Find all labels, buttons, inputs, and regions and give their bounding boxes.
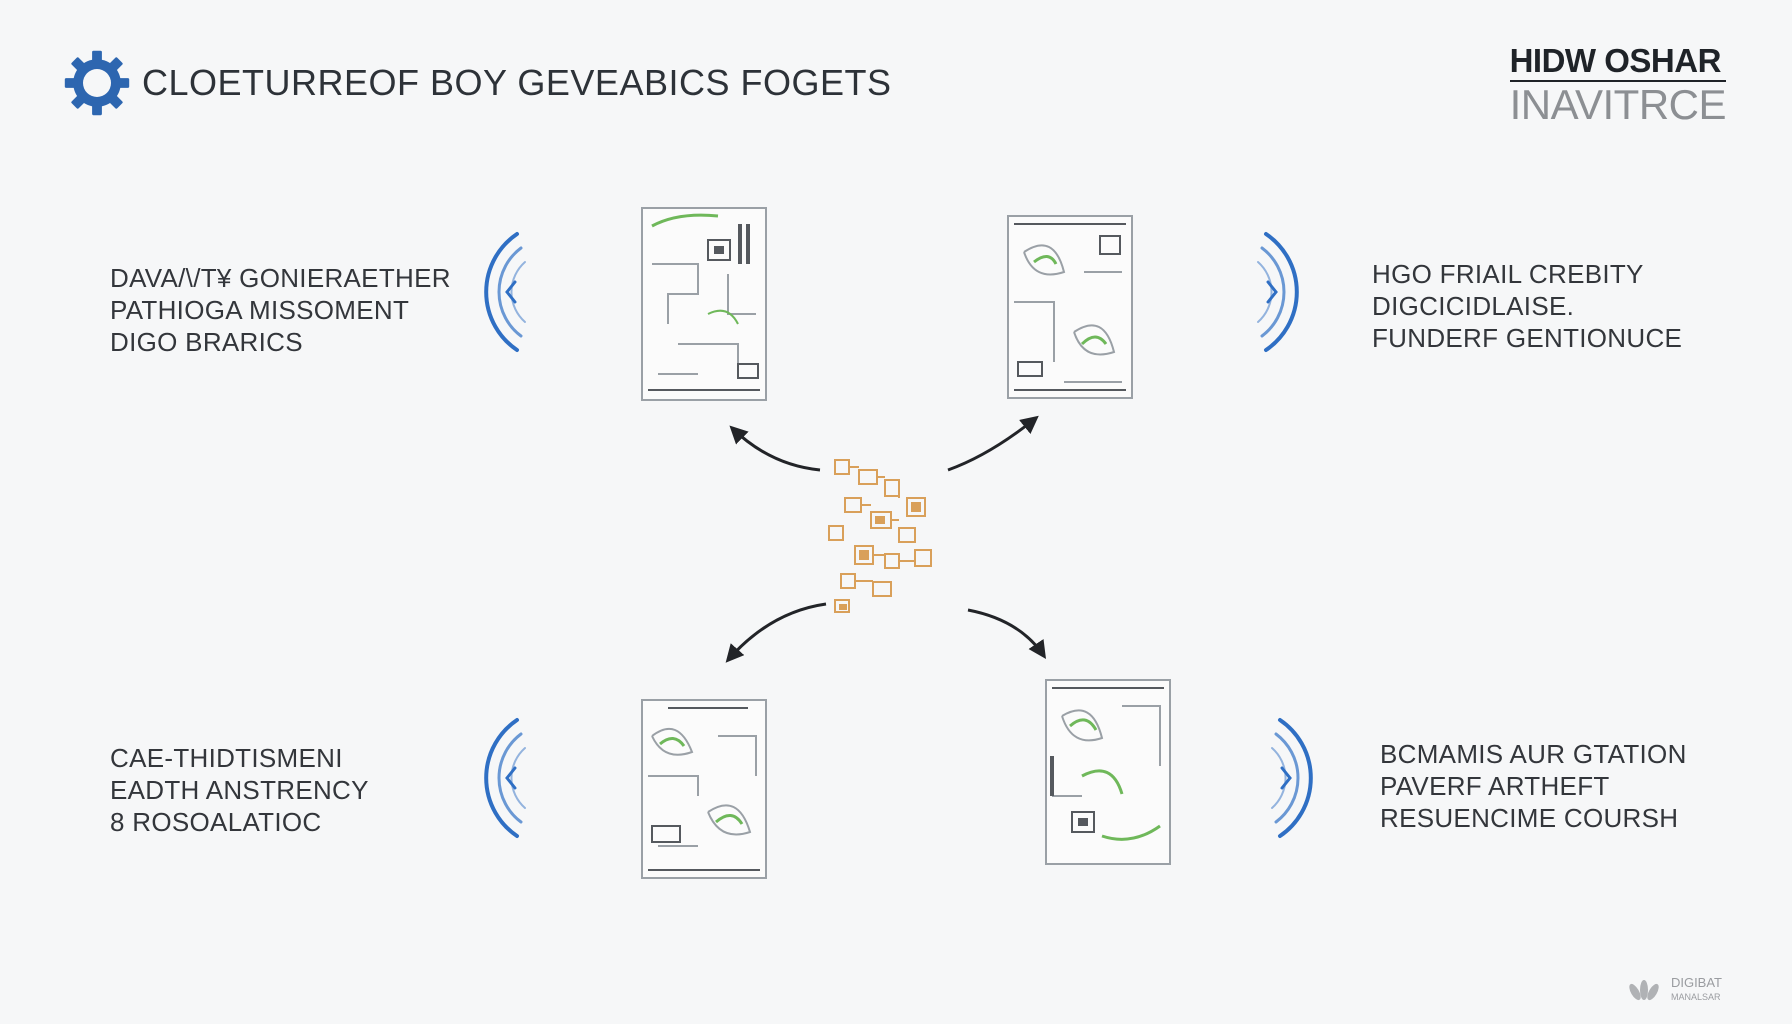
schematic-document-top-left	[641, 207, 767, 401]
signal-wave-icon-left	[484, 232, 526, 352]
text-block-bottom-left: CAE-THIDTISMENI EADTH ANSTRENCY 8 ROSOAL…	[110, 742, 369, 838]
central-hub-cluster	[828, 459, 932, 613]
gear-icon	[64, 50, 130, 116]
footer-logo: DIGIBAT MANALSAR	[1623, 976, 1722, 1004]
text-line: HGO FRIAIL CREBITY	[1372, 259, 1644, 289]
fan-logo-icon	[1629, 980, 1659, 1001]
page-title: CLOETURREOF BOY GEVEABICS FOGETS	[142, 62, 892, 103]
text-line: BCMAMIS AUR GTATION	[1380, 739, 1687, 769]
text-line: 8 ROSOALATIOC	[110, 807, 322, 837]
text-line: DAVA/\/T¥ GONIERAETHER	[110, 263, 451, 293]
text-line: EADTH ANSTRENCY	[110, 775, 369, 805]
brand-line-2: INAVITRCE	[1509, 81, 1727, 128]
text-line: DIGO BRARICS	[110, 327, 303, 357]
signal-wave-icon-left	[484, 718, 526, 838]
text-block-bottom-right: BCMAMIS AUR GTATION PAVERF ARTHEFT RESUE…	[1380, 738, 1687, 834]
text-block-top-left: DAVA/\/T¥ GONIERAETHER PATHIOGA MISSOMEN…	[110, 262, 451, 358]
page-header: CLOETURREOF BOY GEVEABICS FOGETS	[62, 48, 891, 118]
arrow-to-bottom-right	[967, 608, 1046, 659]
text-line: RESUENCIME COURSH	[1380, 803, 1679, 833]
text-line: PATHIOGA MISSOMENT	[110, 295, 410, 325]
brand-divider	[1509, 80, 1726, 82]
text-line: CAE-THIDTISMENI	[110, 743, 343, 773]
text-line: DIGCICIDLAISE.	[1372, 291, 1575, 321]
arrow-to-bottom-left	[725, 602, 827, 663]
schematic-document-bottom-left	[641, 699, 767, 879]
signal-wave-icon-right	[1271, 718, 1313, 838]
footer-line-2: MANALSAR	[1670, 992, 1721, 1002]
schematic-document-top-right	[1007, 215, 1133, 399]
text-line: PAVERF ARTHEFT	[1380, 771, 1610, 801]
footer-line-1: DIGIBAT	[1670, 975, 1722, 990]
text-line: FUNDERF GENTIONUCE	[1372, 323, 1683, 353]
signal-wave-icon-right	[1257, 232, 1299, 352]
text-block-top-right: HGO FRIAIL CREBITY DIGCICIDLAISE. FUNDER…	[1372, 258, 1682, 354]
schematic-document-bottom-right	[1045, 679, 1171, 865]
brand-line-1: HIDW OSHAR	[1509, 42, 1722, 79]
arrow-to-top-left	[729, 425, 821, 472]
brand-logo: HIDW OSHAR INAVITRCE	[1509, 42, 1727, 128]
